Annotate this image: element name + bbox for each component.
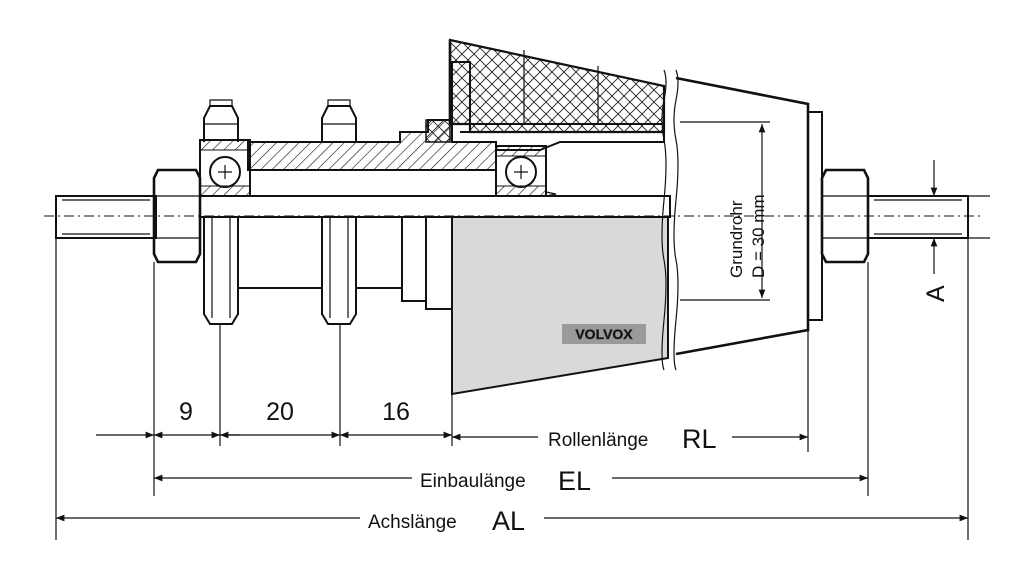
grundrohr-label: Grundrohr [727, 200, 746, 278]
rl-text: Rollenlänge [548, 430, 648, 451]
dimension-a: A [922, 160, 950, 302]
dimension-al: Achslänge AL [55, 506, 968, 536]
left-ball-bearing [199, 139, 251, 197]
volvox-logo: VOLVOX [562, 324, 646, 344]
bearing-housing [247, 119, 497, 171]
diameter-label: D = 30 mm [749, 194, 768, 278]
fixing-bolt-right [321, 217, 357, 325]
al-text: Achslänge [368, 512, 457, 533]
spacer-sleeves [401, 216, 453, 310]
dim-20-label: 20 [266, 398, 294, 426]
dim-9-label: 9 [179, 398, 193, 426]
dim-16-label: 16 [382, 398, 410, 426]
dim-a-label: A [922, 285, 950, 302]
conical-roller: Grundrohr D = 30 mm [448, 38, 823, 396]
el-text: Einbaulänge [420, 471, 526, 492]
al-abbr: AL [492, 506, 525, 536]
rl-abbr: RL [682, 424, 717, 454]
fixing-bolt-left [203, 217, 239, 325]
grease-nipple-right [321, 99, 357, 142]
dimension-rl: Rollenlänge RL [452, 424, 808, 454]
svg-text:VOLVOX: VOLVOX [575, 326, 633, 342]
right-ball-bearing [495, 145, 557, 197]
left-hex-nut [152, 168, 202, 264]
right-hex-nut [820, 168, 870, 264]
grease-nipple-left [203, 99, 239, 142]
extension-lines [55, 195, 990, 540]
el-abbr: EL [558, 466, 591, 496]
dimension-el: Einbaulänge EL [154, 466, 868, 496]
